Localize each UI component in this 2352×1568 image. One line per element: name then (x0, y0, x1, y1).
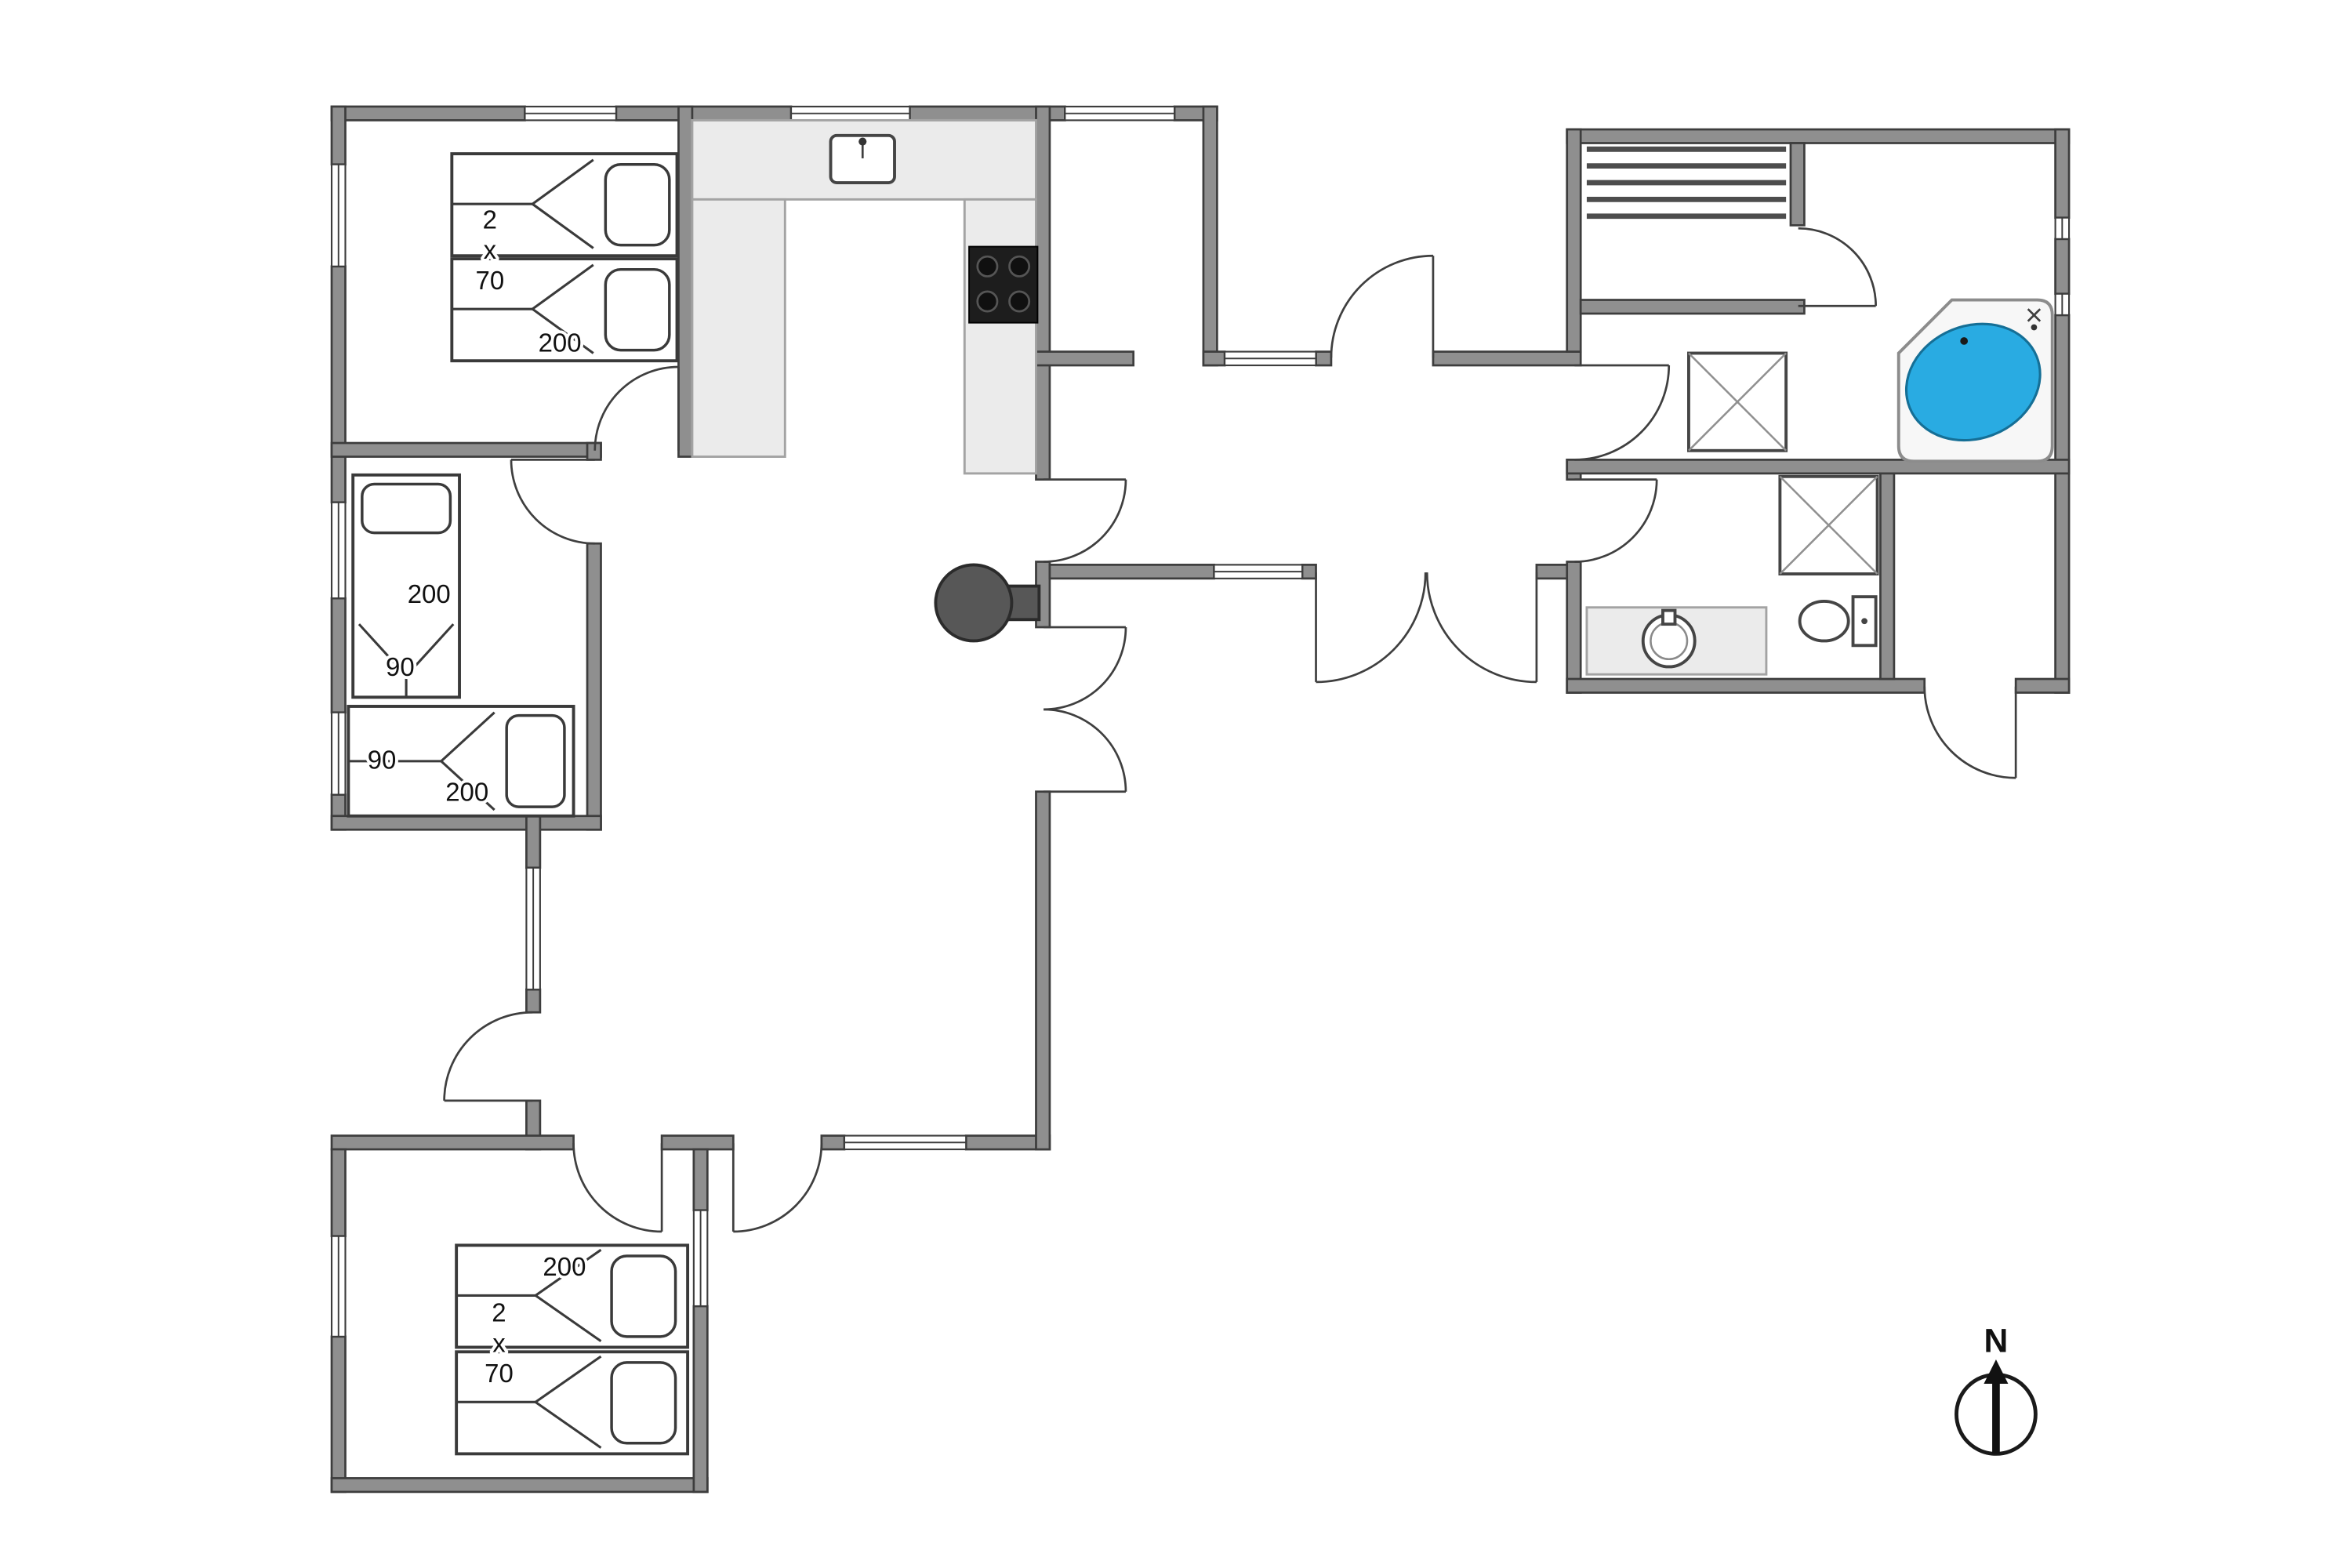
bed-length-label: 200 (408, 579, 451, 608)
window (330, 163, 347, 267)
window (1213, 564, 1304, 579)
kitchen-sink (829, 133, 896, 184)
shower-2 (1778, 474, 1879, 575)
window (525, 866, 541, 991)
spa-bath (1896, 298, 2054, 463)
cooktop (968, 245, 1039, 324)
bed-length-label: 200 (539, 328, 582, 358)
door-hall-north-entrance (1330, 254, 1435, 358)
window (2054, 216, 2071, 240)
window (692, 1209, 709, 1308)
double-door-corridor-terrace (1315, 572, 1538, 684)
door-bedroom-w (510, 459, 595, 545)
french-door-terrace (1044, 626, 1127, 793)
door-living-west-exterior (443, 1011, 533, 1102)
bed-single-horizontal: 90 200 (347, 705, 575, 818)
window (330, 1235, 347, 1338)
window (843, 1134, 967, 1151)
washbasin (1585, 606, 1768, 676)
bed-times-label: x (484, 235, 497, 264)
compass-rose: N (1955, 1322, 2038, 1456)
window (1224, 350, 1317, 367)
door-sauna (1798, 227, 1877, 307)
door-bedroom-s (572, 1143, 663, 1233)
window (1064, 105, 1176, 122)
kitchen (691, 118, 1039, 475)
bed-length-label: 200 (445, 777, 488, 806)
doors (443, 227, 2017, 1233)
bed-width-label: 90 (368, 746, 397, 775)
bed-double-s: 200 2 x 70 (455, 1243, 690, 1456)
bed-length-label: 200 (543, 1252, 586, 1281)
window (2054, 292, 2071, 317)
shower-1 (1687, 351, 1788, 452)
bed-double-nw: 2 x 70 200 (450, 152, 679, 363)
wood-stove (934, 563, 1041, 643)
door-utility-exterior (1923, 686, 2017, 779)
door-washroom (1574, 478, 1658, 563)
bed-times-label: x (492, 1328, 506, 1357)
bed-count-label: 2 (483, 205, 497, 234)
toilet (1798, 595, 1878, 648)
bed-width-label: 70 (485, 1359, 514, 1388)
bed-single-vertical: 200 90 (351, 473, 461, 699)
bed-count-label: 2 (492, 1298, 506, 1327)
windows (330, 105, 2071, 1338)
sauna-benches (1586, 146, 1787, 220)
bed-width-label: 90 (386, 652, 415, 681)
door-living-hall (1044, 478, 1127, 563)
compass-north-label: N (1984, 1322, 2009, 1359)
door-entrance-south (731, 1143, 823, 1233)
window (330, 501, 347, 600)
bed-width-label: 70 (475, 266, 504, 295)
door-bathroom (1574, 364, 1671, 461)
window (330, 711, 347, 796)
window (789, 105, 911, 122)
window (524, 105, 617, 122)
door-bedroom-nw (593, 365, 680, 451)
walls (330, 105, 2071, 1494)
